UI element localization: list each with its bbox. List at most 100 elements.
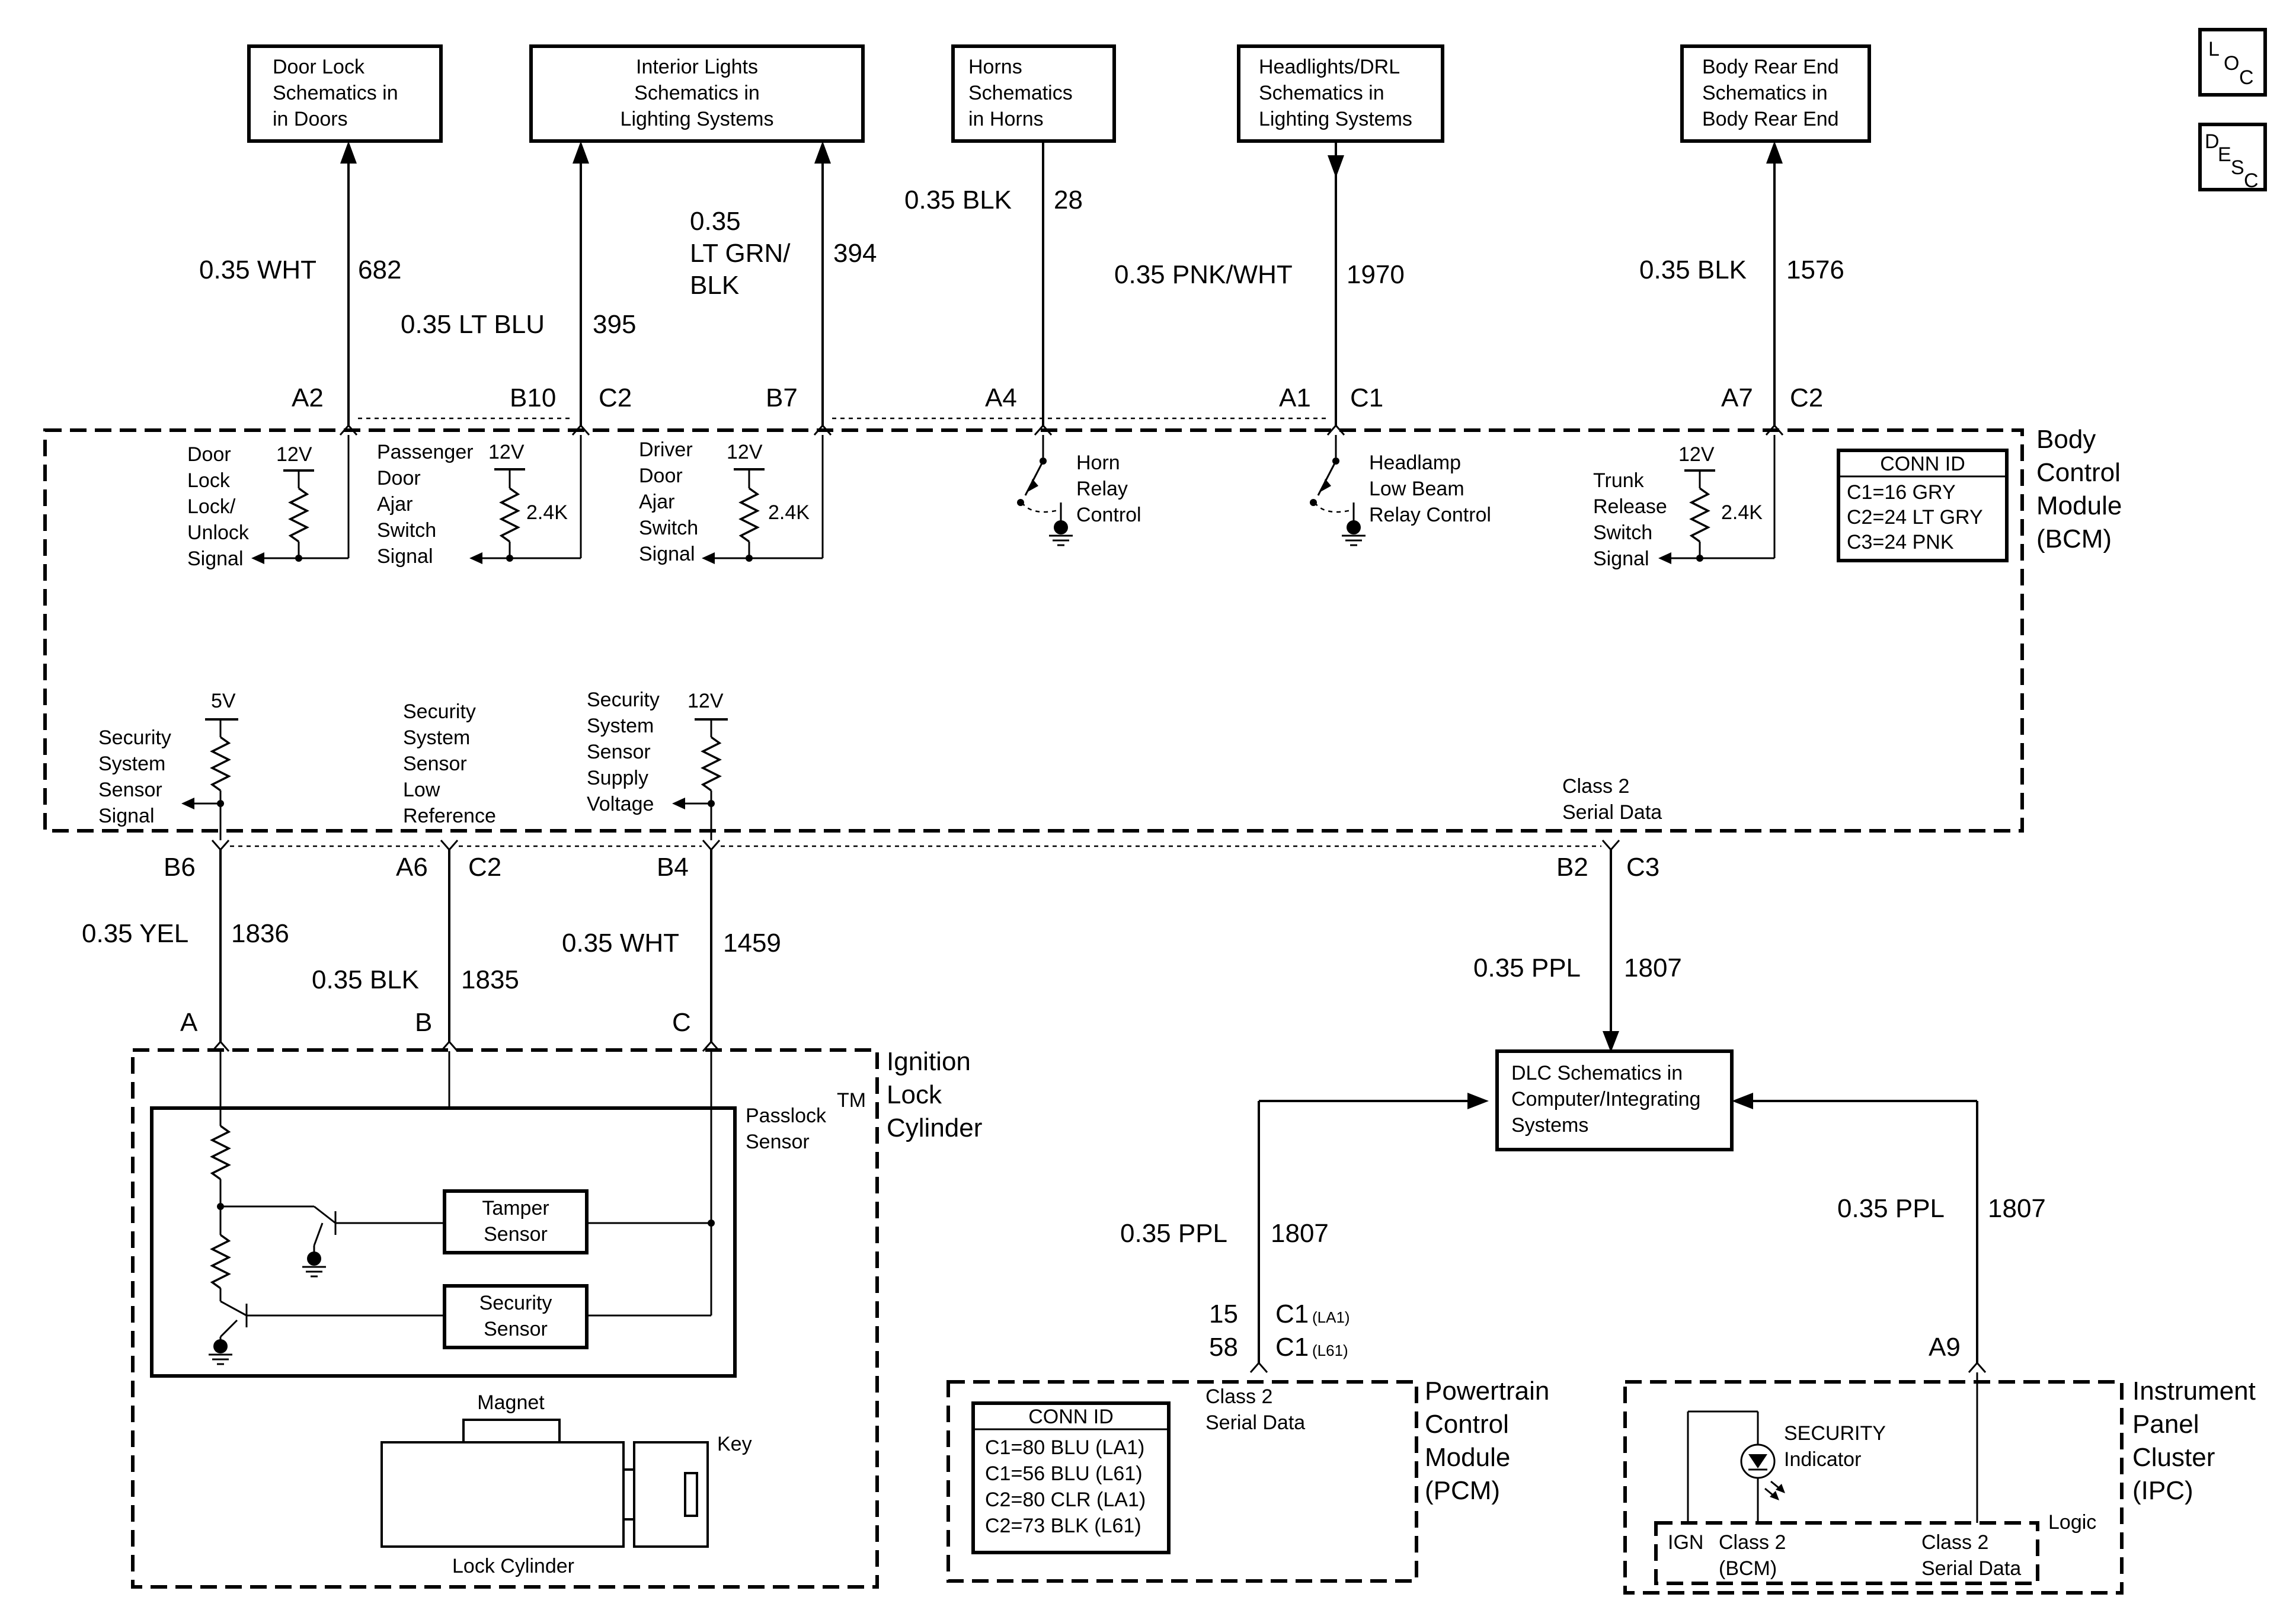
loc-icon[interactable]: L O C (2198, 28, 2267, 97)
door-lock-schematics-line-3: in Doors (273, 108, 348, 130)
ipc-logic-outline (1654, 1521, 2039, 1585)
pin-a2: A2 (292, 383, 324, 412)
interior-lights-schematics-box (529, 44, 865, 143)
svg-text:Sensor: Sensor (98, 779, 162, 801)
wire-1459-size-color: 0.35 WHT (562, 929, 679, 958)
passlock-sensor-label-2: Sensor (746, 1131, 810, 1153)
svg-text:O: O (2224, 52, 2239, 75)
svg-text:Door: Door (639, 465, 683, 487)
svg-text:CONN ID: CONN ID (1028, 1406, 1114, 1428)
svg-text:12V: 12V (687, 690, 724, 712)
wire-1807-ipc-circuit: 1807 (1988, 1194, 2046, 1223)
bcm-title-line-3: Module (2036, 491, 2122, 520)
svg-text:Switch: Switch (1593, 521, 1652, 544)
bcm-conn-id-table: CONN ID C1=16 GRY C2=24 LT GRY C3=24 PNK (1837, 449, 2009, 562)
svg-text:Lock/: Lock/ (187, 495, 236, 518)
interior-lights-schematics-line-3: Lighting Systems (621, 108, 774, 130)
door-lock-schematics-line-1: Door Lock (273, 56, 365, 78)
body-rear-end-schematics-box (1680, 44, 1871, 143)
trunk-release-circuit: Trunk Release Switch Signal 12V 2.4K (1593, 435, 1776, 570)
wire-1835-size-color: 0.35 BLK (312, 965, 419, 994)
wire-394-size-line-1: 0.35 (690, 207, 741, 236)
svg-text:Lock: Lock (187, 469, 231, 492)
svg-text:12V: 12V (1678, 443, 1715, 466)
svg-text:Driver: Driver (639, 438, 693, 461)
horn-relay-circuit: Horn Relay Control (1017, 435, 1141, 546)
svg-text:Ajar: Ajar (377, 493, 412, 516)
dlc-schematics-box (1495, 1049, 1734, 1151)
headlights-drl-schematics-box (1237, 44, 1444, 143)
horns-schematics-box (951, 44, 1116, 143)
lock-cylinder-label: Lock Cylinder (452, 1555, 574, 1577)
ipc-ign-label: IGN (1668, 1531, 1703, 1554)
pcm-conn-id-table: CONN ID C1=80 BLU (LA1) C1=56 BLU (L61) … (971, 1401, 1171, 1554)
wire-1807-pcm-size-color: 0.35 PPL (1120, 1219, 1227, 1248)
pin-b4: B4 (657, 853, 689, 882)
svg-text:C2=73 BLK (L61): C2=73 BLK (L61) (985, 1515, 1141, 1537)
wire-1807-bcm-size-color: 0.35 PPL (1473, 953, 1581, 982)
bcm-top-connectors (339, 417, 1784, 436)
key-shape (633, 1441, 709, 1548)
ipc-class2-serial-line-2: Serial Data (1921, 1557, 2021, 1580)
horns-schematics-line-3: in Horns (968, 108, 1044, 130)
pin-b10-connector: C2 (599, 383, 632, 412)
ipc-title-line-4: (IPC) (2132, 1476, 2193, 1505)
svg-text:Door: Door (377, 467, 421, 489)
lock-cylinder-title-line-2: Lock (887, 1080, 942, 1109)
svg-text:Relay Control: Relay Control (1369, 504, 1491, 526)
wire-682-circuit: 682 (358, 255, 401, 284)
body-rear-end-schematics-line-3: Body Rear End (1702, 108, 1839, 130)
door-lock-schematics-box (247, 44, 443, 143)
wire-1970-size-color: 0.35 PNK/WHT (1114, 260, 1293, 289)
svg-text:C3=24 PNK: C3=24 PNK (1847, 531, 1954, 553)
pin-b6: B6 (164, 853, 196, 882)
passlock-sensor-label-1: Passlock (746, 1105, 827, 1127)
desc-icon[interactable]: D E S C (2198, 123, 2267, 192)
security-sensor-label-2: Sensor (484, 1318, 548, 1340)
magnet-label: Magnet (477, 1391, 545, 1414)
svg-text:Switch: Switch (639, 517, 698, 539)
pin-a7: A7 (1721, 383, 1753, 412)
wire-394-circuit: 394 (833, 239, 877, 268)
body-rear-end-schematics-line-2: Schematics in (1702, 82, 1828, 104)
pcm-pin-15: 15 (1209, 1299, 1238, 1329)
svg-text:Supply: Supply (587, 767, 648, 789)
bcm-title-line-2: Control (2036, 458, 2121, 487)
body-rear-end-schematics-line-1: Body Rear End (1702, 56, 1839, 78)
tamper-sensor-label-1: Tamper (482, 1197, 549, 1219)
svg-text:12V: 12V (276, 443, 312, 466)
svg-text:Signal: Signal (187, 548, 244, 570)
svg-text:C1=80 BLU (LA1): C1=80 BLU (LA1) (985, 1436, 1144, 1459)
svg-text:Headlamp: Headlamp (1369, 452, 1461, 474)
svg-text:CONN ID: CONN ID (1880, 453, 1965, 475)
wire-1807-bcm-circuit: 1807 (1624, 953, 1682, 982)
svg-text:Security: Security (98, 726, 171, 749)
wire-1970-circuit: 1970 (1347, 260, 1405, 289)
wire-394-size-line-3: BLK (690, 271, 739, 300)
ipc-module-outline (1623, 1380, 2124, 1595)
svg-text:C1=16 GRY: C1=16 GRY (1847, 481, 1956, 504)
tamper-sensor-label-2: Sensor (484, 1223, 548, 1246)
pin-a7-connector: C2 (1790, 383, 1823, 412)
interior-lights-schematics-line-1: Interior Lights (636, 56, 758, 78)
ipc-internal-circuit (1687, 1372, 1978, 1523)
wire-1807-ipc-size-color: 0.35 PPL (1837, 1194, 1945, 1223)
bcm-to-lock-cylinder-wires (211, 850, 721, 1052)
lock-cylinder-title-line-1: Ignition (887, 1047, 971, 1076)
svg-text:L: L (2208, 38, 2220, 60)
pin-a6: A6 (396, 853, 428, 882)
svg-text:Sensor: Sensor (587, 741, 651, 763)
dlc-schematics-line-1: DLC Schematics in (1511, 1062, 1683, 1084)
security-sensor-label-1: Security (479, 1292, 552, 1314)
ipc-title-line-3: Cluster (2132, 1443, 2215, 1472)
pin-b10: B10 (510, 383, 556, 412)
class2-serial-data-line-1: Class 2 (1562, 775, 1629, 798)
bcm-module-outline (43, 428, 2024, 833)
wire-395-circuit: 395 (593, 310, 636, 339)
lock-cylinder-title-line-3: Cylinder (887, 1113, 982, 1142)
passlock-internal-circuit (209, 1051, 715, 1365)
pcm-title-line-1: Powertrain (1425, 1377, 1549, 1406)
magnet-shape (462, 1419, 561, 1443)
